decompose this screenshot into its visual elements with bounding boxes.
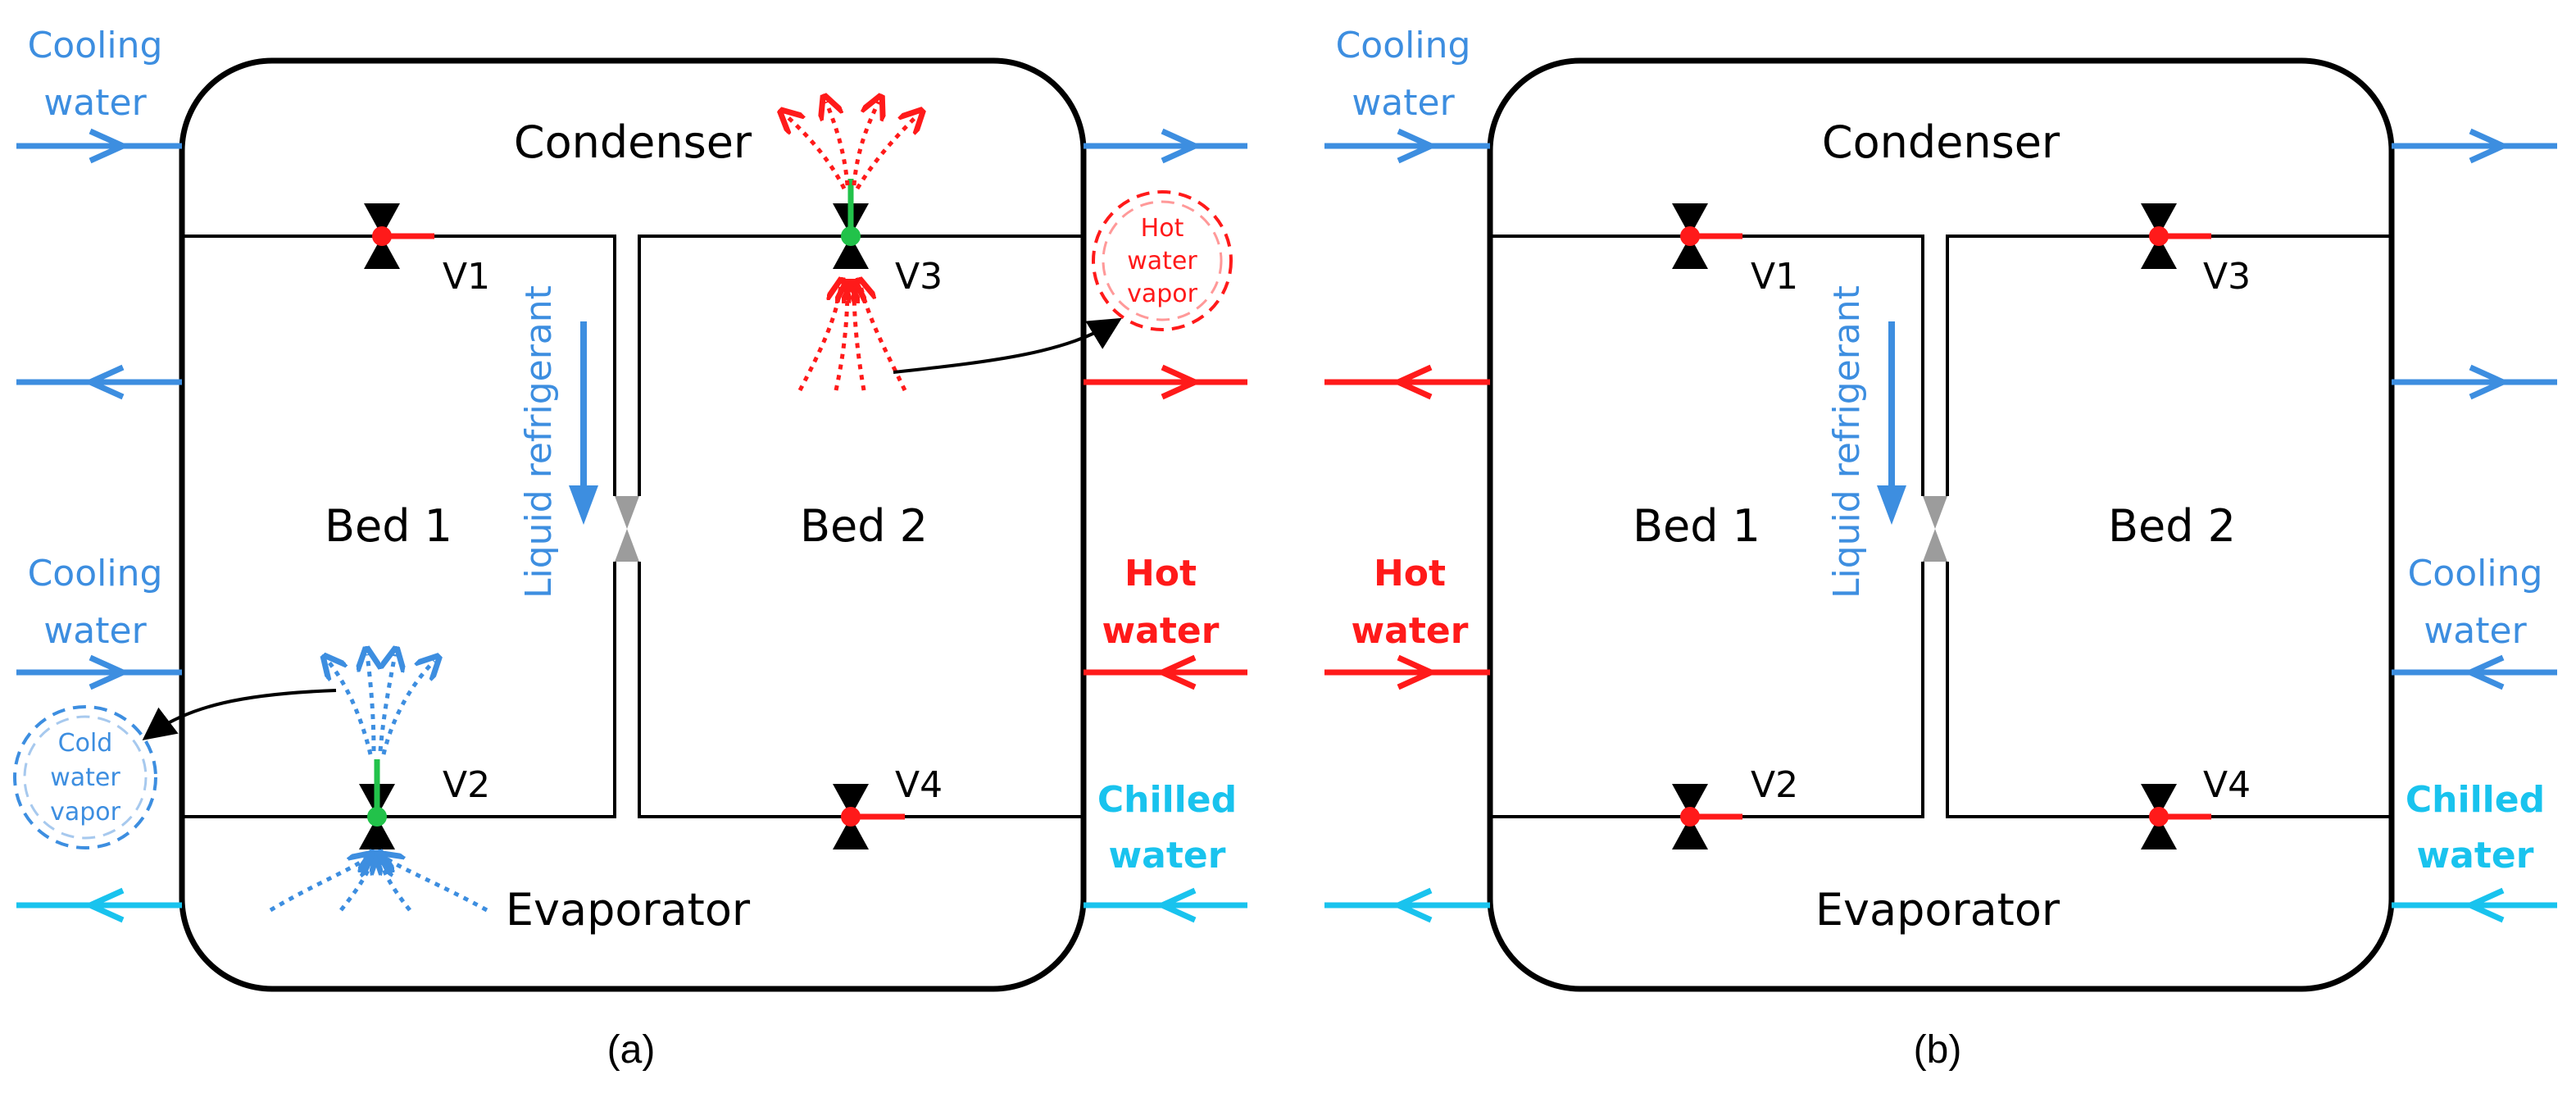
panel-a: Condenser Evaporator Bed 1 Bed 2 Liquid … xyxy=(13,25,1247,1072)
svg-text:Cold: Cold xyxy=(58,729,113,758)
valve-v1-a: V1 xyxy=(364,203,490,298)
cold-water-vapor-bubble: Cold water vapor xyxy=(13,705,157,849)
vapor-dotted-arrows-icon xyxy=(785,102,918,392)
vapor-dotted-arrows-icon xyxy=(269,654,488,913)
evaporator-label-b: Evaporator xyxy=(1815,884,2060,936)
valve-v4-b: V4 xyxy=(2141,764,2251,849)
bed1-label-a: Bed 1 xyxy=(325,500,452,552)
cooling-water-label-a2b: water xyxy=(43,610,147,652)
right-pipes-a xyxy=(1084,128,1247,923)
bed2-compartment-a xyxy=(638,235,1084,818)
expansion-valve-b xyxy=(1923,496,1947,562)
valve-v2-a: V2 xyxy=(359,759,490,849)
cooling-water-label-b2b: water xyxy=(2424,610,2527,652)
svg-text:V4: V4 xyxy=(895,764,943,806)
cooling-water-label-b2: Cooling xyxy=(2408,553,2543,594)
chilled-water-label-a-b: water xyxy=(1109,835,1226,877)
chilled-water-label-a: Chilled xyxy=(1097,779,1237,821)
hot-water-label-b: Hot xyxy=(1374,553,1446,594)
bed2-label-b: Bed 2 xyxy=(2108,500,2236,552)
valve-v3-b: V3 xyxy=(2141,203,2251,298)
cooling-water-label-b1: Cooling xyxy=(1336,25,1471,66)
svg-text:V2: V2 xyxy=(1751,764,1798,806)
pointer-arrow xyxy=(893,317,1122,374)
condenser-label-a: Condenser xyxy=(514,116,752,168)
svg-text:V2: V2 xyxy=(443,764,490,806)
valve-v2-b: V2 xyxy=(1672,764,1798,849)
svg-text:water: water xyxy=(1127,247,1197,276)
svg-text:V3: V3 xyxy=(895,256,943,298)
cooling-water-label-b1b: water xyxy=(1352,82,1455,124)
bed1-compartment-a xyxy=(182,235,616,818)
valve-v1-b: V1 xyxy=(1672,203,1798,298)
svg-text:V4: V4 xyxy=(2203,764,2251,806)
svg-text:V1: V1 xyxy=(443,256,490,298)
hot-water-label-a: Hot xyxy=(1124,553,1197,594)
expansion-valve-a xyxy=(615,496,639,562)
caption-b: (b) xyxy=(1914,1028,1962,1072)
hot-water-vapor-bubble: Hot water vapor xyxy=(1092,190,1233,331)
panel-b: Condenser Evaporator Bed 1 Bed 2 Liquid … xyxy=(1324,25,2557,1072)
svg-text:water: water xyxy=(50,763,120,792)
chiller-housing-b xyxy=(1487,57,2395,992)
svg-text:Hot: Hot xyxy=(1141,214,1184,243)
liquid-refrigerant-label-b: Liquid refrigerant xyxy=(1826,285,1868,599)
bed1-compartment-b xyxy=(1490,235,1924,818)
hot-water-label-b-b: water xyxy=(1352,610,1469,652)
valve-v3-a: V3 xyxy=(833,179,943,298)
condenser-label-b: Condenser xyxy=(1822,116,2060,168)
right-pipes-b xyxy=(2392,128,2557,923)
chilled-water-label-b: Chilled xyxy=(2406,779,2545,821)
evaporator-label-a: Evaporator xyxy=(506,884,751,936)
svg-text:V3: V3 xyxy=(2203,256,2251,298)
valve-v4-a: V4 xyxy=(833,764,943,849)
chiller-housing-a xyxy=(179,57,1087,992)
bed1-label-b: Bed 1 xyxy=(1633,500,1760,552)
liquid-refrigerant-label-a: Liquid refrigerant xyxy=(518,285,560,599)
bed2-label-a: Bed 2 xyxy=(800,500,928,552)
caption-a: (a) xyxy=(607,1028,656,1072)
cooling-water-label-a1: Cooling xyxy=(28,25,163,66)
svg-text:vapor: vapor xyxy=(50,798,121,827)
cooling-water-label-a1b: water xyxy=(43,82,147,124)
chilled-water-label-b-b: water xyxy=(2417,835,2534,877)
svg-text:V1: V1 xyxy=(1751,256,1798,298)
hot-water-label-a-b: water xyxy=(1102,610,1220,652)
left-pipes-b xyxy=(1324,128,1490,923)
pointer-arrow xyxy=(142,689,337,740)
cooling-water-label-a2: Cooling xyxy=(28,553,163,594)
bed2-compartment-b xyxy=(1946,235,2392,818)
svg-text:vapor: vapor xyxy=(1127,280,1198,308)
left-pipes-a xyxy=(16,128,182,923)
